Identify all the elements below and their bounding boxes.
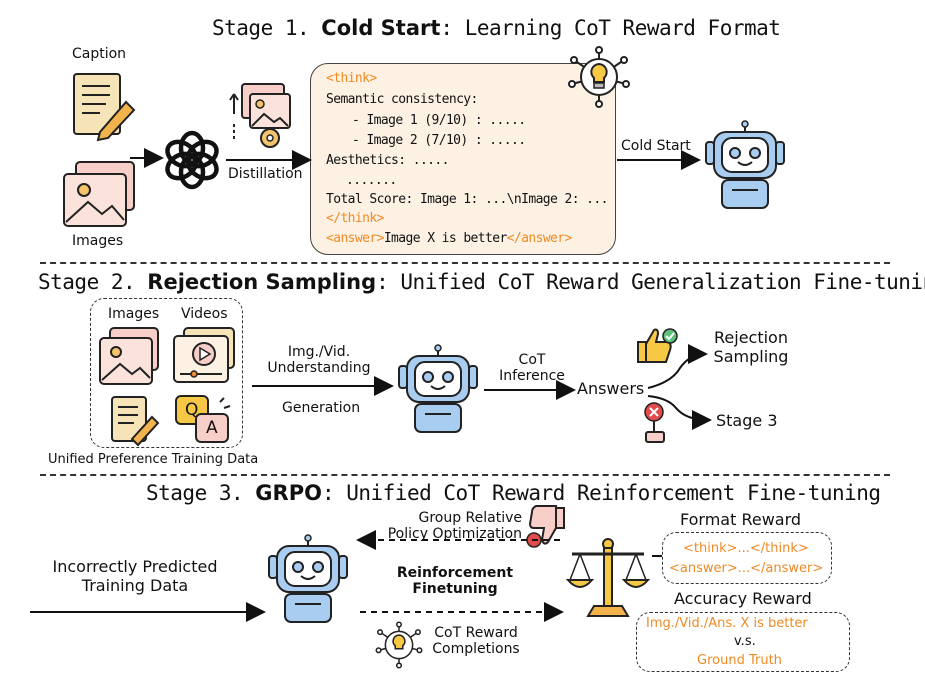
generation-label: Generation <box>282 400 361 416</box>
format-think-tags: <think>...</think> <box>683 541 809 556</box>
balance-scale-icon <box>566 538 650 617</box>
reject-pin-icon <box>644 402 665 443</box>
openai-model-icon <box>165 130 219 190</box>
cot-line-ellipsis: ....... <box>346 173 397 188</box>
accuracy-line-gt: Ground Truth <box>697 653 782 668</box>
distillation-icon <box>229 83 291 148</box>
accuracy-reward-label: Accuracy Reward <box>674 589 812 608</box>
images-icon <box>63 161 135 227</box>
images-label: Images <box>72 233 124 249</box>
cot-line-image1: - Image 1 (9/10) : ..... <box>352 113 526 128</box>
separator-2 <box>40 474 890 476</box>
robot-icon-stage1 <box>705 120 785 209</box>
stage3-target-label: Stage 3 <box>716 411 778 430</box>
stage3-lightbulb-icon <box>375 621 423 669</box>
cot-line-semantic: Semantic consistency: <box>326 92 478 107</box>
stage2-images-icon <box>99 327 159 385</box>
format-reward-label: Format Reward <box>680 510 802 529</box>
thumbs-down-icon <box>526 505 565 548</box>
document-pen-icon <box>73 73 136 142</box>
qa-a-letter: A <box>206 418 218 438</box>
format-reward-box <box>662 532 832 584</box>
robot-icon-stage3 <box>268 534 348 623</box>
caption-label: Caption <box>72 46 127 62</box>
accuracy-line-vs: v.s. <box>734 634 756 649</box>
think-close-tag: </think> <box>326 211 384 226</box>
robot-icon-stage2 <box>398 344 478 433</box>
stage2-images-label: Images <box>108 306 160 322</box>
answers-label: Answers <box>577 379 645 398</box>
accuracy-reward-box <box>636 612 850 672</box>
format-answer-tags: <answer>...</answer> <box>669 561 824 576</box>
cot-line-aesthetics: Aesthetics: ..... <box>326 153 449 168</box>
accuracy-line-1: Img./Vid./Ans. X is better <box>646 616 808 631</box>
unified-data-label: Unified Preference Training Data <box>48 452 259 467</box>
understanding-label: Img./Vid.Understanding <box>267 344 371 376</box>
cot-line-total-score: Total Score: Image 1: ...\nImage 2: ... <box>326 192 608 207</box>
stage3-title: Stage 3. GRPO: Unified CoT Reward Reinfo… <box>146 481 881 505</box>
cold-start-label: Cold Start <box>621 138 691 154</box>
cot-output-box <box>310 63 616 255</box>
qa-q-letter: Q <box>185 400 199 420</box>
qa-icon: Q A <box>174 392 234 446</box>
video-icon <box>173 327 235 383</box>
arrow-to-stage3 <box>647 395 712 430</box>
cot-answer-line: <answer>Image X is better</answer> <box>326 231 572 246</box>
stage1-title: Stage 1. Cold Start: Learning CoT Reward… <box>212 16 781 40</box>
separator-1 <box>40 262 890 264</box>
arrow-to-rejection <box>647 344 708 389</box>
think-open-tag: <think> <box>326 71 377 86</box>
distillation-label: Distillation <box>228 166 303 182</box>
preference-data-box <box>90 298 243 448</box>
cot-line-image2: - Image 2 (7/10) : ..... <box>352 133 526 148</box>
thumbs-up-icon <box>637 328 678 363</box>
stage2-videos-label: Videos <box>181 306 228 322</box>
stage2-title: Stage 2. Rejection Sampling: Unified CoT… <box>38 270 925 294</box>
lightbulb-icon <box>568 46 630 108</box>
stage2-document-icon <box>111 396 160 447</box>
